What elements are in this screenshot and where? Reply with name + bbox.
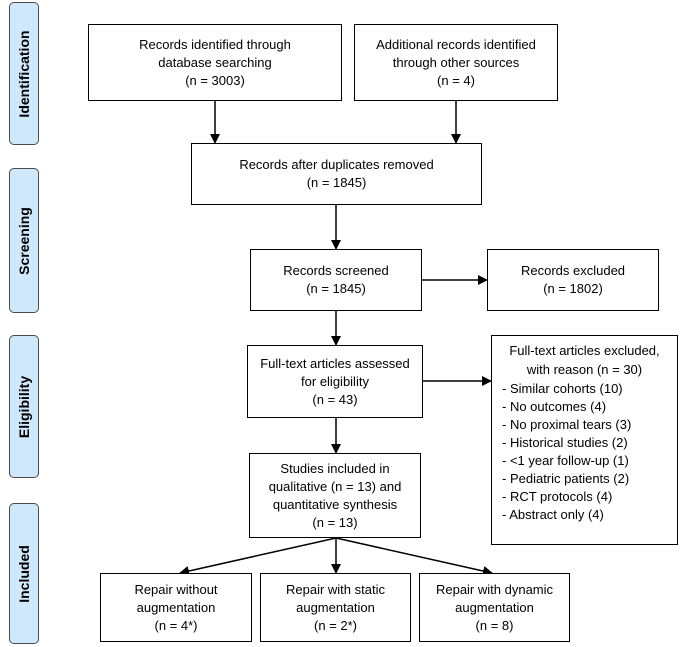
phase-identification: Identification [9, 2, 39, 145]
repair-without-line-1: Repair without [134, 581, 218, 597]
screened-line-2: (n = 1845) [306, 281, 366, 296]
after-duplicates-line-1: Records after duplicates removed [239, 157, 434, 172]
box-records-excluded: Records excluded (n = 1802) [487, 249, 659, 311]
exclusion-reason: - Pediatric patients (2) [502, 471, 630, 486]
repair-dynamic-line-3: (n = 8) [475, 617, 514, 633]
other-sources-line-1: Additional records identified [376, 36, 536, 52]
fulltext-excluded-header-2: with reason (n = 30) [526, 362, 643, 377]
included-line-3: quantitative synthesis [272, 496, 398, 512]
fulltext-excluded-header-1: Full-text articles excluded, [509, 343, 660, 358]
exclusion-reason: - Similar cohorts (10) [502, 381, 623, 396]
excluded-line-2: (n = 1802) [543, 281, 603, 296]
screened-line-1: Records screened [283, 263, 389, 278]
box-fulltext-assessed: Full-text articles assessed for eligibil… [247, 345, 423, 418]
included-line-2: qualitative (n = 13) and [268, 478, 402, 494]
repair-static-line-2: augmentation [296, 599, 375, 615]
fulltext-line-3: (n = 43) [312, 391, 358, 407]
other-sources-line-2: through other sources [392, 54, 520, 70]
repair-static-line-3: (n = 2*) [314, 617, 357, 633]
after-duplicates-line-2: (n = 1845) [306, 175, 367, 190]
repair-dynamic-line-1: Repair with dynamic [435, 581, 554, 597]
exclusion-reason: - No outcomes (4) [502, 399, 607, 414]
box-database-records: Records identified through database sear… [88, 24, 342, 101]
exclusion-reason: - RCT protocols (4) [502, 489, 613, 504]
repair-without-line-3: (n = 4*) [154, 617, 198, 633]
fulltext-line-2: for eligibility [301, 373, 369, 389]
phase-included: Included [9, 503, 39, 644]
database-line-3: (n = 3003) [185, 72, 245, 88]
repair-dynamic-line-2: augmentation [455, 599, 534, 615]
repair-static-line-1: Repair with static [286, 581, 385, 597]
phase-eligibility: Eligibility [9, 335, 39, 478]
box-repair-static-augmentation: Repair with static augmentation (n = 2*) [260, 573, 411, 642]
arrow-included-to-dynamic [335, 537, 493, 576]
database-line-2: database searching [158, 54, 272, 70]
box-repair-without-augmentation: Repair without augmentation (n = 4*) [100, 573, 252, 642]
box-records-screened: Records screened (n = 1845) [250, 249, 422, 311]
box-repair-dynamic-augmentation: Repair with dynamic augmentation (n = 8) [419, 573, 570, 642]
other-sources-line-3: (n = 4) [437, 72, 475, 88]
exclusion-reason: - No proximal tears (3) [502, 417, 632, 432]
included-line-4: (n = 13) [312, 514, 358, 530]
box-other-sources: Additional records identified through ot… [354, 24, 558, 101]
fulltext-line-1: Full-text articles assessed [260, 355, 410, 371]
box-fulltext-excluded: Full-text articles excluded, with reason… [491, 335, 678, 545]
arrow-included-to-without [179, 537, 337, 576]
box-after-duplicates: Records after duplicates removed (n = 18… [191, 143, 482, 205]
phase-screening: Screening [9, 168, 39, 313]
exclusion-reason: - Abstract only (4) [502, 507, 604, 522]
included-line-1: Studies included in [280, 460, 390, 476]
repair-without-line-2: augmentation [136, 599, 216, 615]
database-line-1: Records identified through [139, 36, 291, 52]
exclusion-reason: - <1 year follow-up (1) [502, 453, 629, 468]
exclusion-reason: - Historical studies (2) [502, 435, 628, 450]
box-studies-included: Studies included in qualitative (n = 13)… [249, 453, 421, 538]
excluded-line-1: Records excluded [520, 263, 626, 278]
